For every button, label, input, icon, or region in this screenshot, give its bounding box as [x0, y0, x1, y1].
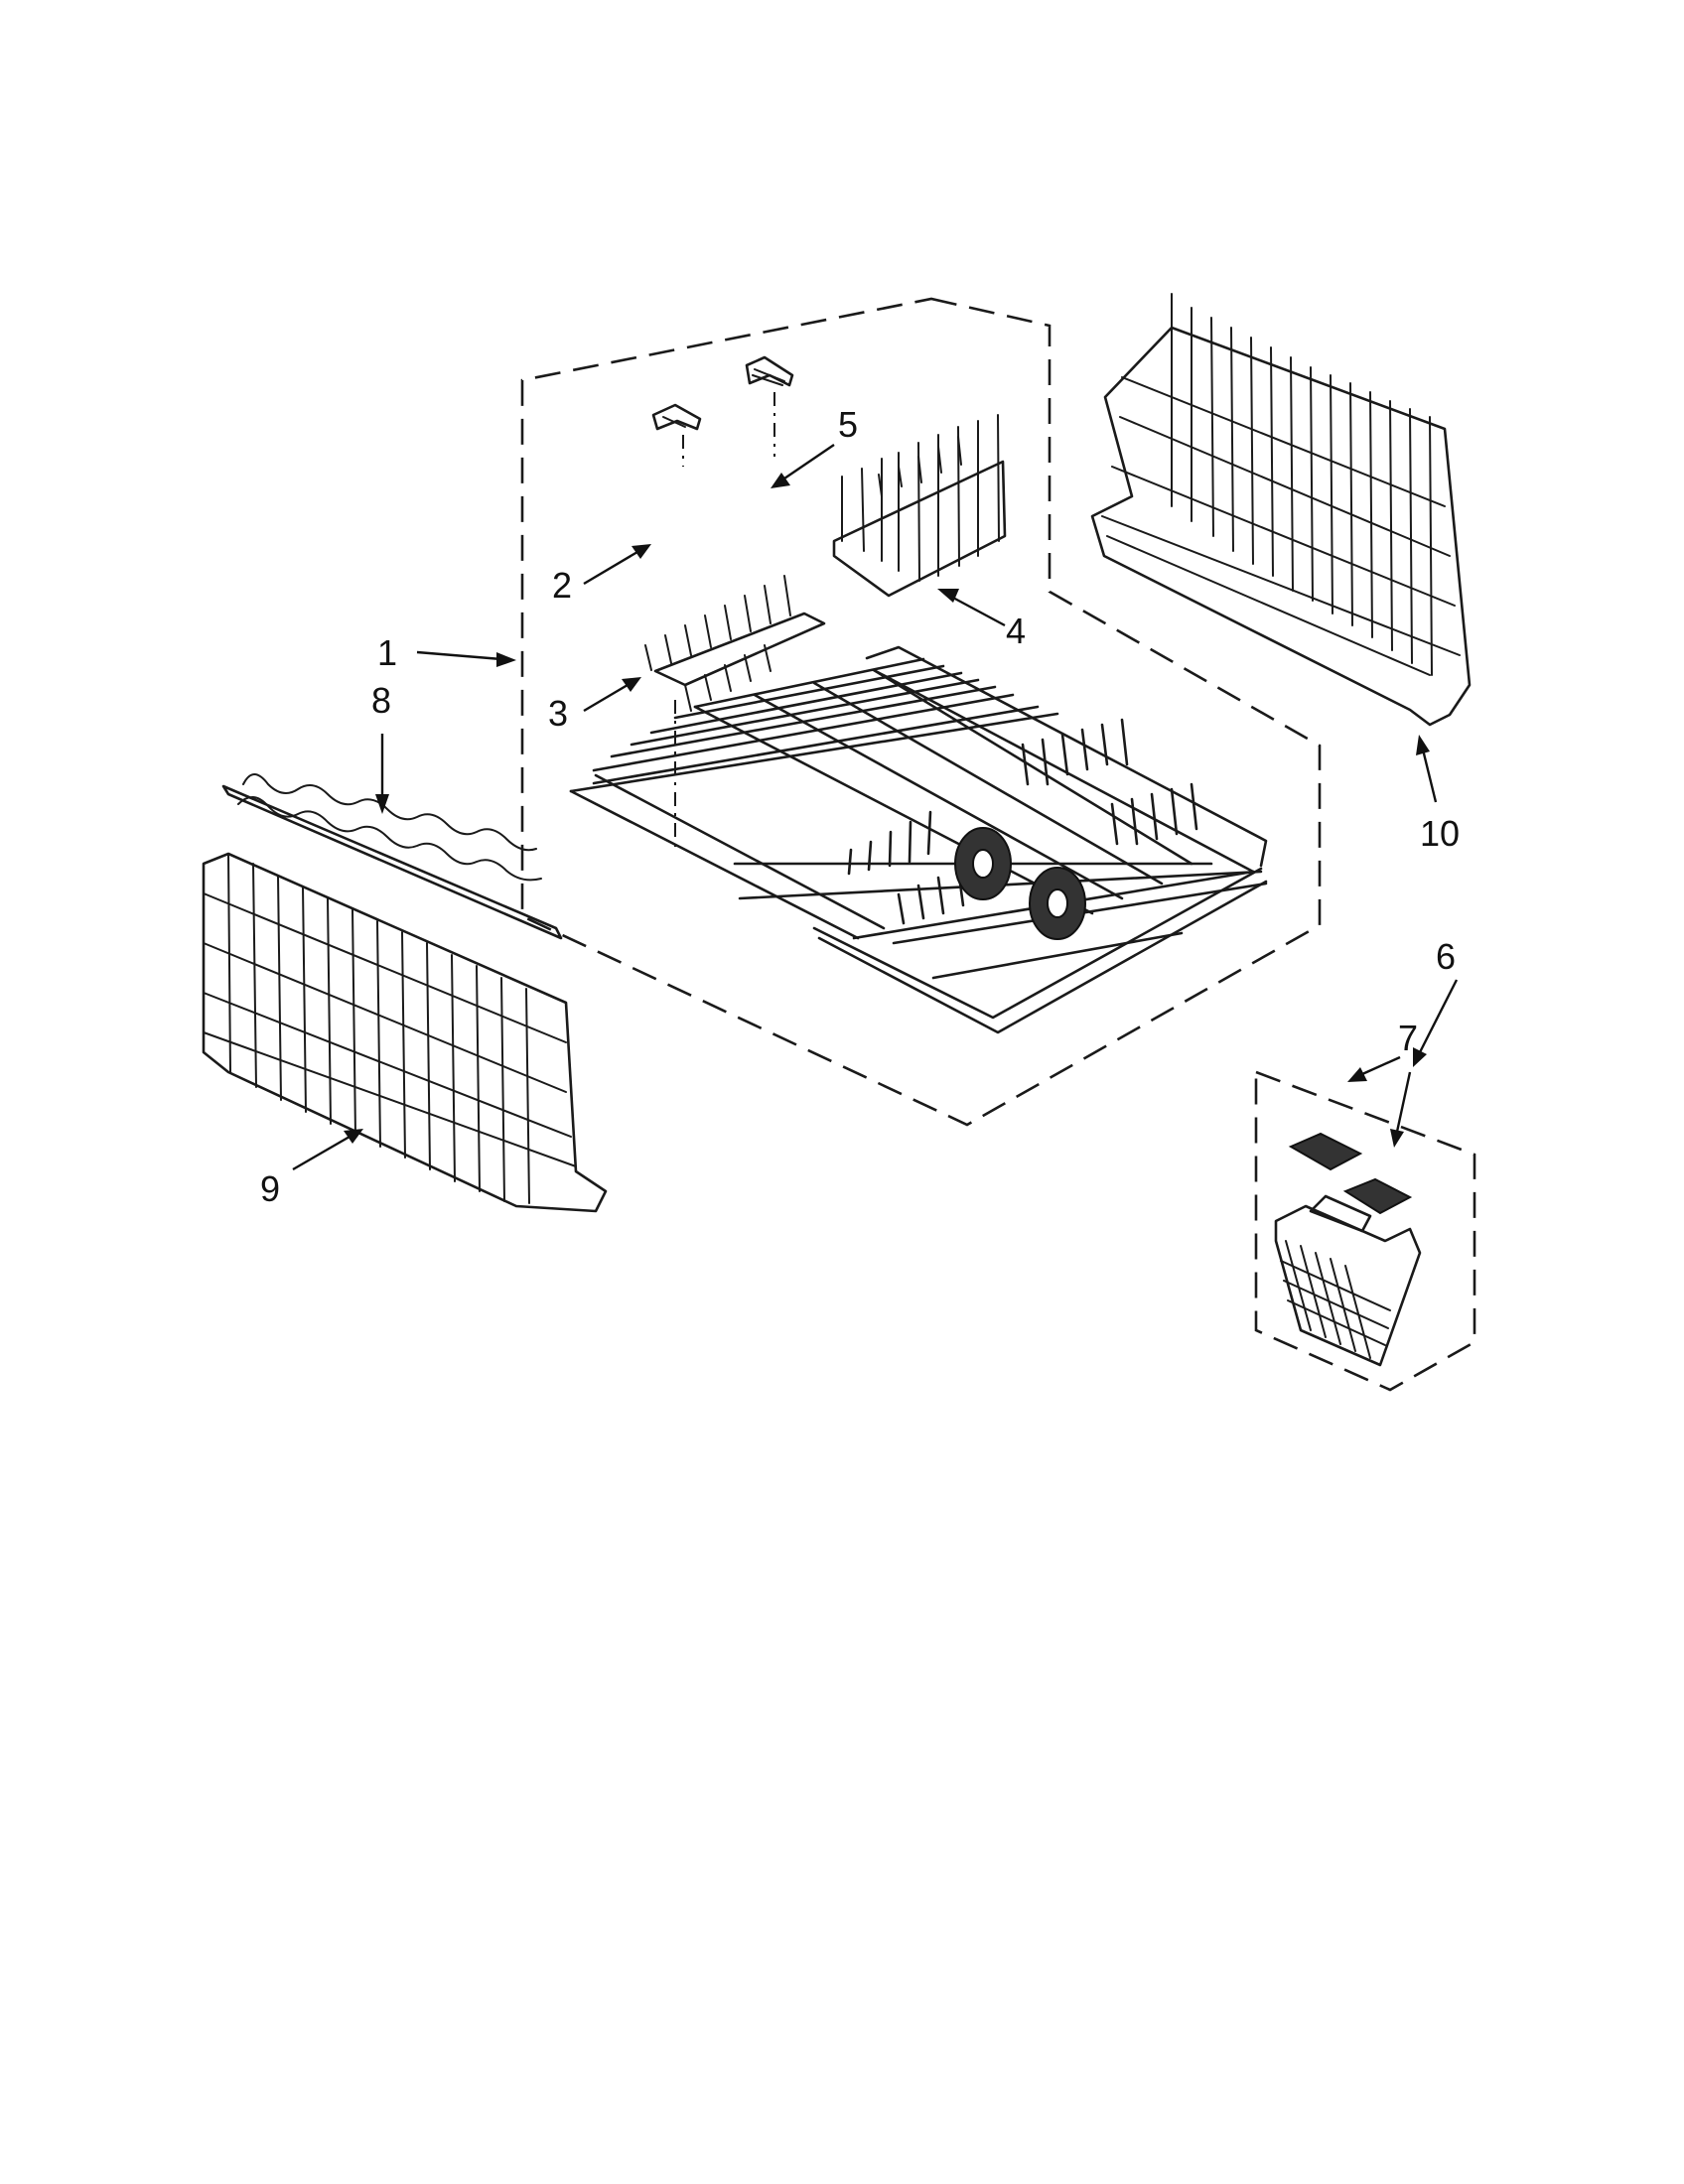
assembly-boundary-main [520, 297, 1322, 1127]
callout-label-10: 10 [1420, 813, 1460, 854]
side-rack-part-9 [202, 852, 608, 1213]
callout-label-6: 6 [1436, 936, 1456, 977]
tine-strip-part-8 [221, 773, 563, 940]
clip-part-2 [651, 403, 702, 431]
lower-rack-part [569, 645, 1268, 1034]
basket-cover-part-7 [1288, 1132, 1413, 1215]
assembly-boundary-basket [1254, 1070, 1476, 1392]
clip-part-5 [745, 355, 794, 387]
callout-label-9: 9 [260, 1168, 280, 1209]
tine-row-part-3 [644, 575, 826, 712]
callout-label-2: 2 [552, 565, 572, 606]
rear-rack-part-10 [1090, 293, 1472, 727]
callout-label-4: 4 [1006, 611, 1026, 651]
callout-label-5: 5 [838, 404, 858, 445]
callout-label-1: 1 [377, 632, 397, 673]
callout-label-7: 7 [1398, 1018, 1418, 1058]
callout-leaders [292, 444, 1459, 1171]
callout-label-3: 3 [548, 693, 568, 734]
cutlery-basket-part-6 [1274, 1194, 1422, 1367]
tine-rack-part-4 [832, 414, 1007, 598]
callout-label-8: 8 [371, 680, 391, 721]
